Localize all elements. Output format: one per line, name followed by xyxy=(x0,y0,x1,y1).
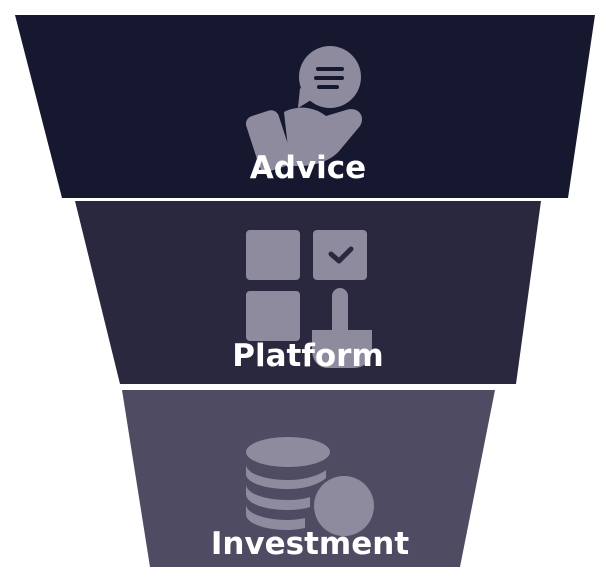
funnel-stage-platform: Platform xyxy=(75,201,541,384)
stage-shape-advice xyxy=(15,15,595,198)
stage-label-investment: Investment xyxy=(211,526,410,562)
stage-label-platform: Platform xyxy=(232,338,383,374)
grid-with-pointer-icon xyxy=(246,230,372,368)
stage-shape-platform xyxy=(75,201,541,384)
stage-label-advice: Advice xyxy=(250,150,366,186)
hand-with-chat-bubble-icon xyxy=(245,46,363,172)
coin-stack-icon xyxy=(246,437,374,536)
funnel-stage-advice: Advice xyxy=(15,15,595,198)
funnel-stage-investment: Investment xyxy=(122,390,495,567)
